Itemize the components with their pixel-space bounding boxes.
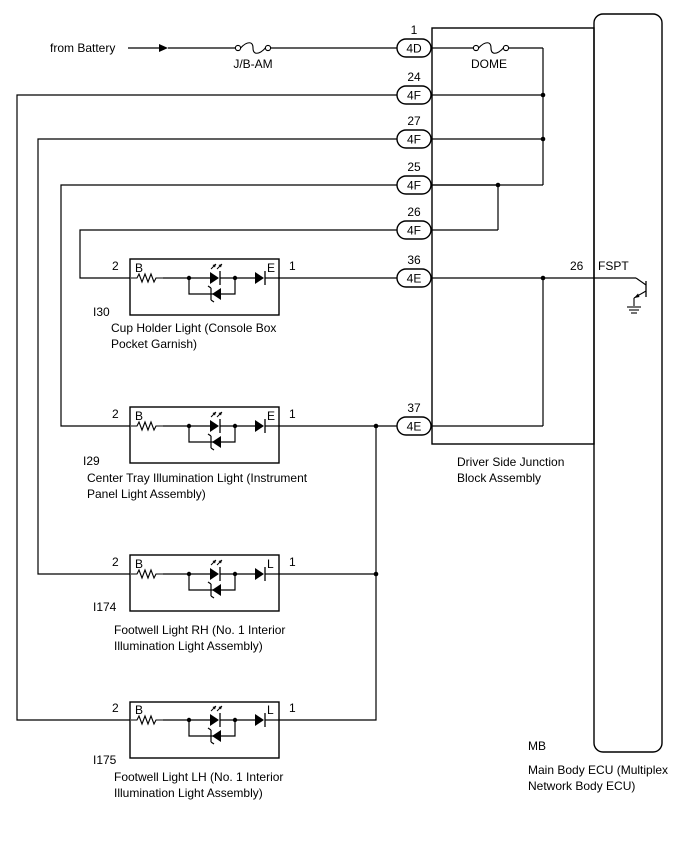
svg-text:2: 2 xyxy=(112,555,119,569)
svg-text:24: 24 xyxy=(407,70,421,84)
light-i175: B L 2 1 I175 Footwell Light LH (No. 1 In… xyxy=(93,701,296,800)
svg-text:4F: 4F xyxy=(407,89,421,103)
svg-text:L: L xyxy=(267,703,274,717)
svg-text:1: 1 xyxy=(289,555,296,569)
svg-text:Center Tray Illumination Light: Center Tray Illumination Light (Instrume… xyxy=(87,471,308,485)
connector-4f-pin26: 4F 26 xyxy=(396,205,432,240)
junction-block-name-line1: Driver Side Junction xyxy=(457,455,564,469)
svg-text:I30: I30 xyxy=(93,305,110,319)
svg-text:L: L xyxy=(267,557,274,571)
light-i30: B E 2 1 I30 Cup Holder Light (Console Bo… xyxy=(93,258,296,351)
fuse-dome-icon xyxy=(472,42,510,54)
svg-text:36: 36 xyxy=(407,253,421,267)
svg-text:4F: 4F xyxy=(407,133,421,147)
svg-text:Illumination Light Assembly): Illumination Light Assembly) xyxy=(114,639,263,653)
svg-text:4F: 4F xyxy=(407,179,421,193)
svg-text:4D: 4D xyxy=(406,42,422,56)
svg-text:1: 1 xyxy=(289,407,296,421)
svg-text:4E: 4E xyxy=(407,420,422,434)
fuse-dome-label: DOME xyxy=(471,57,507,71)
svg-text:E: E xyxy=(267,409,275,423)
ecu-pin-number: 26 xyxy=(570,259,584,273)
svg-text:E: E xyxy=(267,261,275,275)
ecu-signal-label: FSPT xyxy=(598,259,629,273)
svg-text:I175: I175 xyxy=(93,753,117,767)
light-i174: B L 2 1 I174 Footwell Light RH (No. 1 In… xyxy=(93,554,296,653)
svg-text:2: 2 xyxy=(112,259,119,273)
svg-text:37: 37 xyxy=(407,401,421,415)
svg-text:2: 2 xyxy=(112,407,119,421)
svg-text:B: B xyxy=(135,703,143,717)
main-body-ecu-box xyxy=(593,13,663,753)
svg-text:I29: I29 xyxy=(83,454,100,468)
connector-4f-pin25: 4F 25 xyxy=(396,160,432,195)
svg-text:1: 1 xyxy=(289,259,296,273)
svg-text:Cup Holder Light (Console Box: Cup Holder Light (Console Box xyxy=(111,321,276,335)
connector-4e-pin37: 4E 37 xyxy=(396,401,432,436)
svg-text:Illumination Light Assembly): Illumination Light Assembly) xyxy=(114,786,263,800)
connector-4e-pin36: 4E 36 xyxy=(396,253,432,288)
svg-text:Footwell Light RH (No. 1 Inter: Footwell Light RH (No. 1 Interior xyxy=(114,623,285,637)
fuse-jb-am-label: J/B-AM xyxy=(233,57,272,71)
light-i29: B E 2 1 I29 Center Tray Illumination Lig… xyxy=(83,406,308,501)
svg-text:B: B xyxy=(135,261,143,275)
svg-text:B: B xyxy=(135,557,143,571)
junction-block-name-line2: Block Assembly xyxy=(457,471,541,485)
connector-4f-pin24: 4F 24 xyxy=(396,70,432,105)
battery-label: from Battery xyxy=(50,41,115,55)
svg-text:Panel Light Assembly): Panel Light Assembly) xyxy=(87,487,206,501)
svg-text:4F: 4F xyxy=(407,224,421,238)
svg-text:B: B xyxy=(135,409,143,423)
ecu-transistor-icon xyxy=(633,277,647,306)
connector-4f-pin27: 4F 27 xyxy=(396,114,432,149)
ground-icon xyxy=(627,306,641,314)
svg-text:1: 1 xyxy=(289,701,296,715)
connector-4d-pin1: 4D 1 xyxy=(396,23,432,58)
battery-arrow-icon xyxy=(159,44,168,52)
svg-text:25: 25 xyxy=(407,160,421,174)
ecu-code: MB xyxy=(528,739,546,753)
svg-text:2: 2 xyxy=(112,701,119,715)
svg-text:Footwell Light LH (No. 1 Inter: Footwell Light LH (No. 1 Interior xyxy=(114,770,283,784)
svg-text:I174: I174 xyxy=(93,600,117,614)
fuse-jb-am-icon xyxy=(234,42,272,54)
svg-text:Pocket Garnish): Pocket Garnish) xyxy=(111,337,197,351)
ecu-name-line2: Network Body ECU) xyxy=(528,779,635,793)
svg-text:26: 26 xyxy=(407,205,421,219)
svg-text:1: 1 xyxy=(411,23,418,37)
svg-text:27: 27 xyxy=(407,114,421,128)
svg-text:4E: 4E xyxy=(407,272,422,286)
ecu-name-line1: Main Body ECU (Multiplex xyxy=(528,763,668,777)
junction-block-box xyxy=(431,27,595,445)
